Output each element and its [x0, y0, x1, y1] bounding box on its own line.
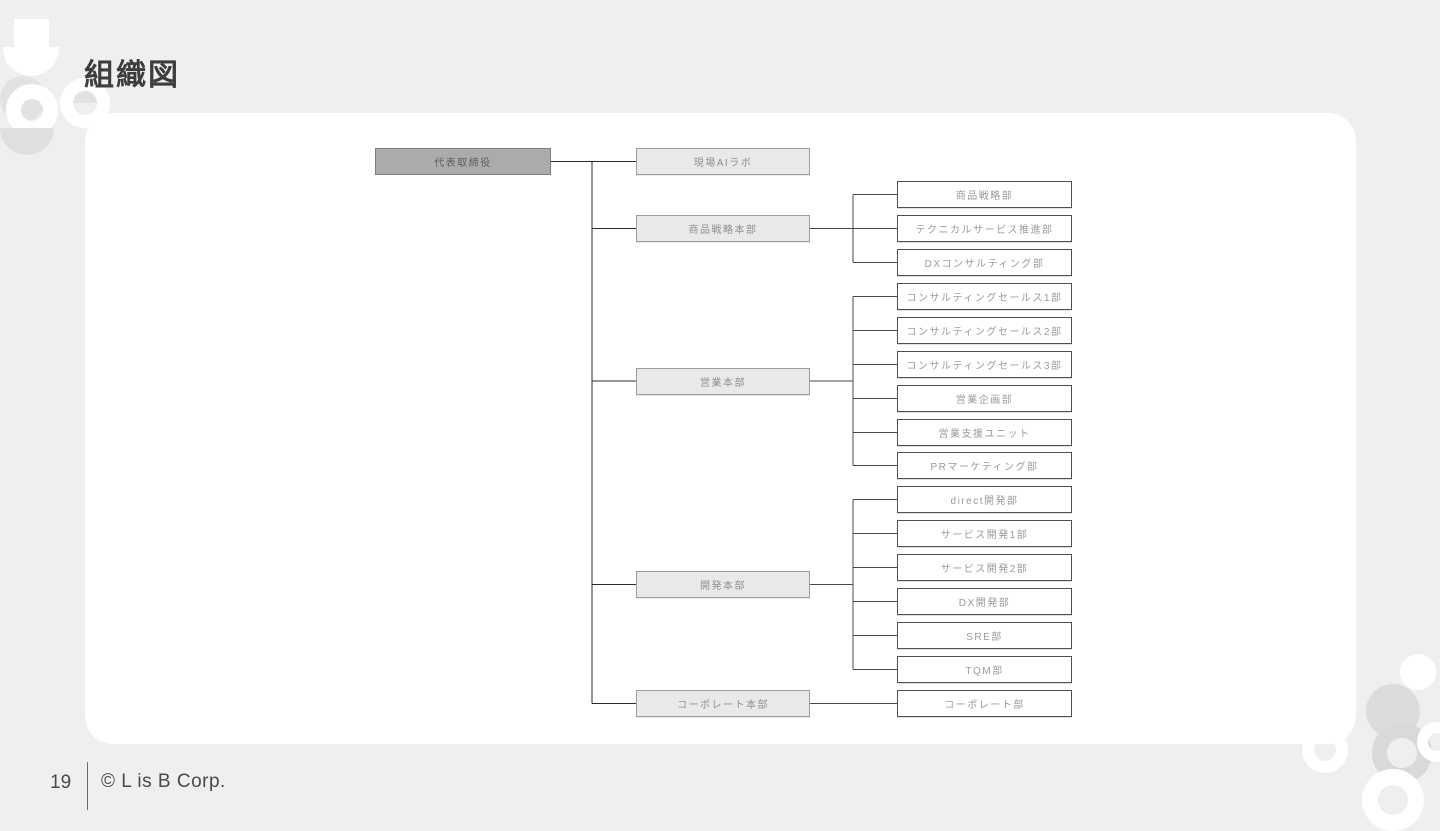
org-node-department: コーポレート部: [897, 690, 1072, 717]
org-node-division: 商品戦略本部: [636, 215, 810, 242]
org-node-division: 開発本部: [636, 571, 810, 598]
org-node-department: SRE部: [897, 622, 1072, 649]
org-node-department: サービス開発1部: [897, 520, 1072, 547]
page-number: 19: [50, 772, 72, 793]
org-node-department: 商品戦略部: [897, 181, 1072, 208]
page-title: 組織図: [84, 59, 180, 93]
org-node-department: 営業支援ユニット: [897, 419, 1072, 446]
org-node-department: テクニカルサービス推進部: [897, 215, 1072, 242]
org-node-department: コンサルティングセールス3部: [897, 351, 1072, 378]
org-connector-lines: [551, 161, 897, 705]
org-node-department: サービス開発2部: [897, 554, 1072, 581]
footer-divider: [87, 762, 88, 810]
decor-donut: [1417, 722, 1440, 762]
org-node-department: DX開発部: [897, 588, 1072, 615]
org-node-department: コンサルティングセールス2部: [897, 317, 1072, 344]
org-node-root: 代表取締役: [375, 148, 551, 175]
org-node-department: TQM部: [897, 656, 1072, 683]
org-node-department: PRマーケティング部: [897, 452, 1072, 479]
org-node-department: コンサルティングセールス1部: [897, 283, 1072, 310]
org-node-division: 営業本部: [636, 368, 810, 395]
org-node-division: コーポレート本部: [636, 690, 810, 717]
slide-footer: 19 © L is B Corp.: [0, 760, 1440, 810]
org-node-department: direct開発部: [897, 486, 1072, 513]
org-chart: 代表取締役 現場AIラボ商品戦略本部 商品戦略部テクニカルサービス推進部 DXコンサル…: [375, 148, 1072, 717]
org-node-department: 営業企画部: [897, 385, 1072, 412]
org-node-division: 現場AIラボ: [636, 148, 810, 175]
decor-circle: [1400, 654, 1436, 690]
org-node-department: DXコンサルティング部: [897, 249, 1072, 276]
copyright-text: © L is B Corp.: [101, 771, 226, 792]
